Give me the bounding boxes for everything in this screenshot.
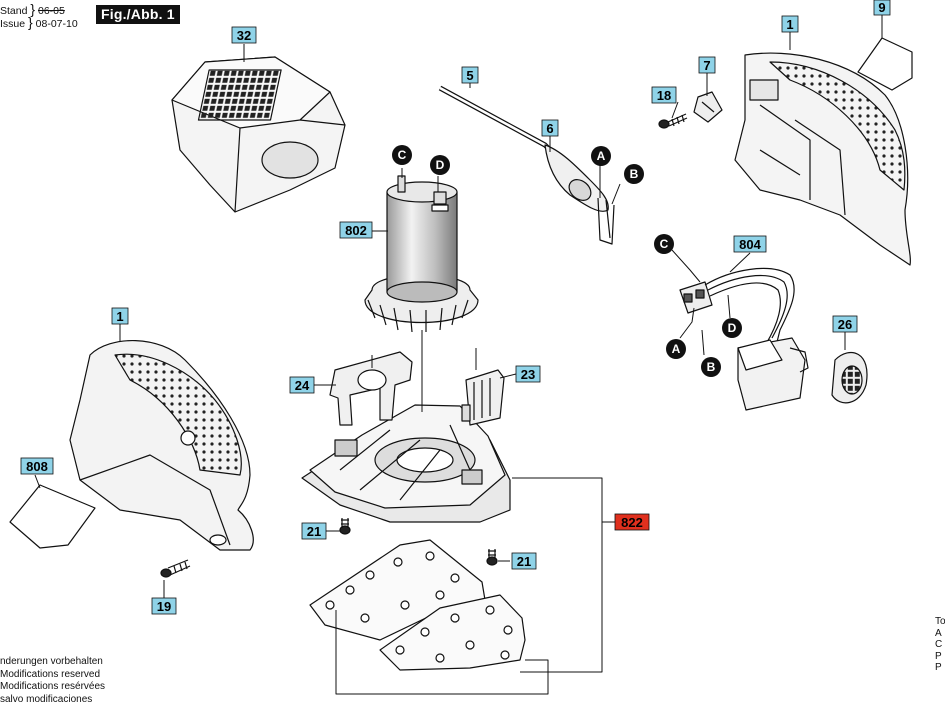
connector-a-switch: A xyxy=(666,339,686,359)
svg-text:A: A xyxy=(597,149,606,163)
svg-text:822: 822 xyxy=(621,515,643,530)
callout-1-top: 1 xyxy=(781,15,799,33)
svg-text:26: 26 xyxy=(838,317,852,332)
part-base-plate xyxy=(301,404,511,523)
part-1-housing-half xyxy=(734,52,911,266)
callout-6: 6 xyxy=(541,119,559,137)
right-note-5: P xyxy=(935,662,942,673)
right-edge-notes: To A C P P xyxy=(935,616,945,674)
callout-21-left: 21 xyxy=(301,522,327,540)
svg-text:19: 19 xyxy=(157,599,171,614)
connector-b-switch: B xyxy=(701,357,721,377)
svg-text:6: 6 xyxy=(546,121,553,136)
connector-c-switch: C xyxy=(654,234,674,254)
svg-text:1: 1 xyxy=(786,17,793,32)
svg-text:1: 1 xyxy=(116,309,123,324)
issue-stamp: Stand } 06-05 Issue } 08-07-10 xyxy=(0,1,78,30)
modification-notes: nderungen vorbehalten Modifications rese… xyxy=(0,656,105,706)
connector-a-cable: A xyxy=(591,146,611,166)
callout-802: 802 xyxy=(339,221,373,239)
note-de: nderungen vorbehalten xyxy=(0,656,103,667)
svg-text:23: 23 xyxy=(521,367,535,382)
part-5-6-cable xyxy=(438,85,615,245)
svg-text:D: D xyxy=(436,158,445,172)
right-note-1: To xyxy=(935,616,945,627)
part-19-screw xyxy=(160,559,191,578)
old-date: 06-05 xyxy=(37,5,65,17)
svg-text:C: C xyxy=(398,148,407,162)
callout-19: 19 xyxy=(151,597,177,615)
callout-26: 26 xyxy=(832,315,858,333)
svg-text:B: B xyxy=(707,360,716,374)
callout-5: 5 xyxy=(461,66,479,84)
svg-text:B: B xyxy=(630,167,639,181)
callout-822: 822 xyxy=(614,513,650,531)
callout-804: 804 xyxy=(733,235,767,253)
svg-text:804: 804 xyxy=(739,237,761,252)
leader-lines xyxy=(34,14,883,695)
right-note-4: P xyxy=(935,650,942,662)
part-32-cover xyxy=(171,56,346,213)
callout-18: 18 xyxy=(651,86,677,104)
svg-text:18: 18 xyxy=(657,88,671,103)
callout-23: 23 xyxy=(515,365,541,383)
new-date: 08-07-10 xyxy=(35,18,78,30)
callout-7: 7 xyxy=(698,56,716,74)
callout-21-right: 21 xyxy=(511,552,537,570)
svg-text:24: 24 xyxy=(295,378,310,393)
connector-d-motor: D xyxy=(430,155,450,175)
part-804-switch-assembly xyxy=(679,267,809,411)
note-es: salvo modificaciones xyxy=(0,693,93,705)
part-802-motor xyxy=(364,175,479,333)
svg-text:9: 9 xyxy=(878,0,885,15)
figure-label: Fig./Abb. 1 xyxy=(96,5,180,24)
svg-text:5: 5 xyxy=(466,68,473,83)
callout-24: 24 xyxy=(289,376,315,394)
callout-9: 9 xyxy=(873,0,891,16)
part-7-bracket xyxy=(693,91,723,123)
svg-text:21: 21 xyxy=(517,554,531,569)
part-21-screw-left xyxy=(339,518,351,535)
part-21-screw-right xyxy=(486,549,498,566)
svg-text:D: D xyxy=(728,321,737,335)
part-26-thumbwheel xyxy=(831,351,868,404)
connector-d-switch: D xyxy=(722,318,742,338)
connector-c-motor: C xyxy=(392,145,412,165)
callout-32: 32 xyxy=(231,26,257,44)
svg-text:7: 7 xyxy=(703,58,710,73)
right-note-2: A xyxy=(935,627,942,639)
svg-text:21: 21 xyxy=(307,524,321,539)
issue-label: Issue xyxy=(0,18,26,30)
stand-label: Stand xyxy=(0,5,28,17)
callout-808: 808 xyxy=(20,457,54,475)
svg-text:A: A xyxy=(672,342,681,356)
svg-text:C: C xyxy=(660,237,669,251)
part-23-holder xyxy=(461,369,505,426)
part-1-housing-left xyxy=(69,339,254,551)
callout-1-left: 1 xyxy=(111,307,129,325)
right-note-3: C xyxy=(935,639,943,650)
svg-text:808: 808 xyxy=(26,459,48,474)
part-9-label xyxy=(857,37,913,91)
part-18-screw xyxy=(658,113,688,129)
note-fr: Modifications resérvées xyxy=(0,681,106,692)
svg-text:802: 802 xyxy=(345,223,367,238)
part-24-bracket xyxy=(329,351,413,426)
connector-b-cable: B xyxy=(624,164,644,184)
part-808-label xyxy=(9,484,96,549)
svg-text:32: 32 xyxy=(237,28,251,43)
note-en: Modifications reserved xyxy=(0,668,101,680)
